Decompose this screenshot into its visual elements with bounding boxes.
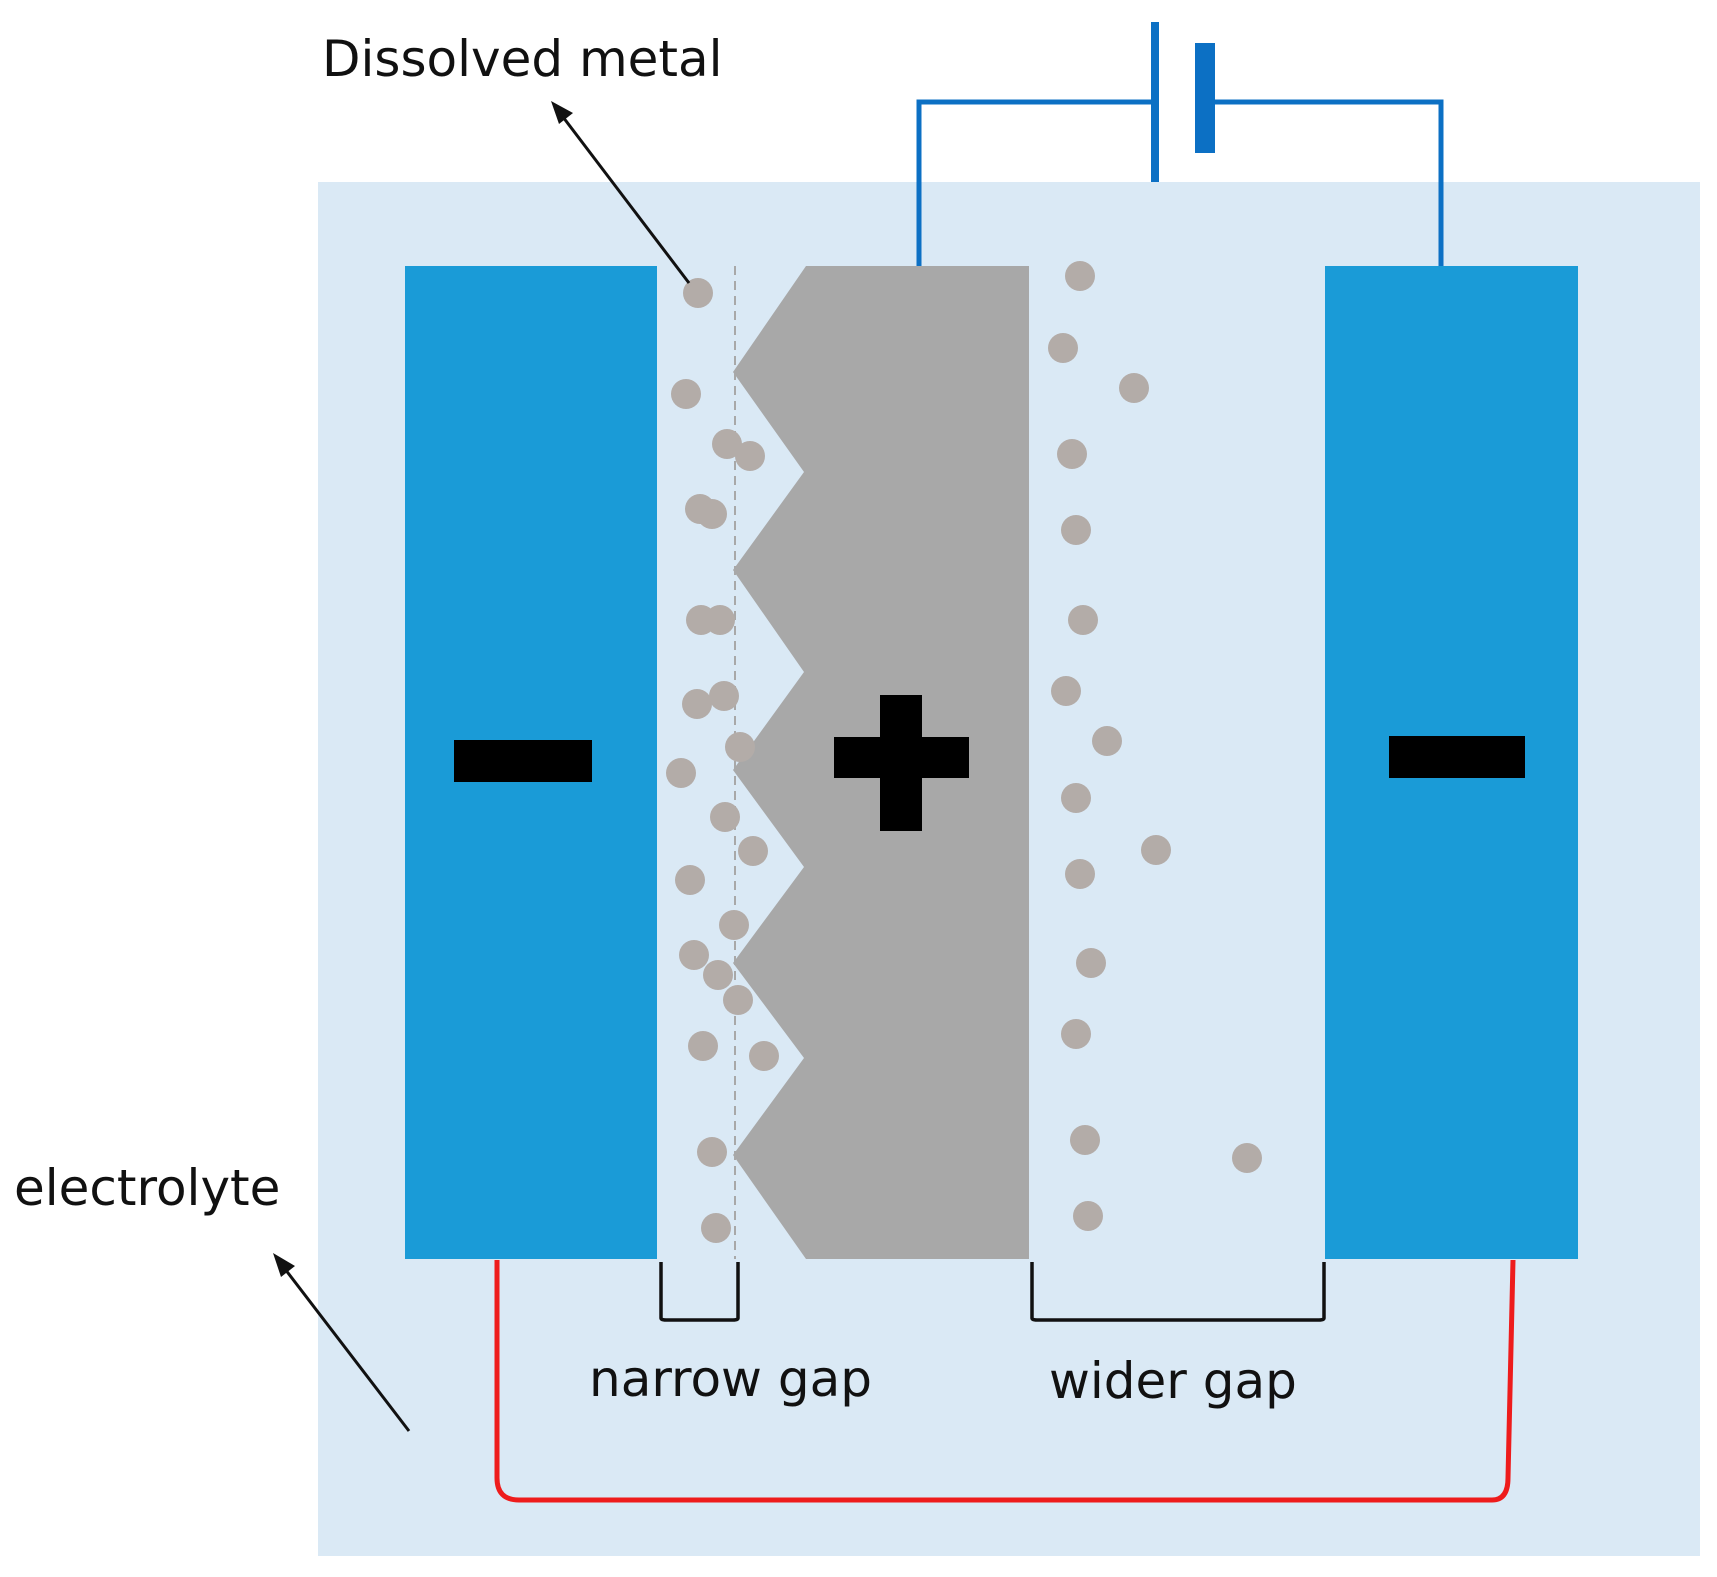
wider-gap-particles [1048, 261, 1262, 1231]
dissolved-metal-particle [709, 681, 739, 711]
narrow-gap-particles [666, 278, 779, 1243]
dissolved-metal-particle [749, 1041, 779, 1071]
dissolved-metal-particle [1232, 1143, 1262, 1173]
minus-sign-icon [454, 740, 592, 782]
dissolved-metal-particle [725, 732, 755, 762]
battery-symbol-icon [1151, 22, 1215, 182]
dissolved-metal-particle [710, 802, 740, 832]
dissolved-metal-particle [1065, 261, 1095, 291]
arrow-head-icon [273, 1253, 295, 1277]
dissolved-metal-particle [705, 605, 735, 635]
dissolved-metal-particle [1057, 439, 1087, 469]
dissolved-metal-pointer [551, 101, 691, 284]
narrow-gap-bracket [659, 1262, 740, 1322]
wider-gap-bracket [1030, 1262, 1326, 1322]
dissolved-metal-particle [688, 1031, 718, 1061]
narrow-gap-label: narrow gap [589, 1350, 872, 1408]
dissolved-metal-particle [682, 689, 712, 719]
return-wire [494, 1259, 1516, 1503]
dissolved-metal-particle [1051, 676, 1081, 706]
electrolyte-pointer [273, 1253, 411, 1432]
dissolved-metal-particle [738, 836, 768, 866]
dissolved-metal-label: Dissolved metal [322, 30, 723, 88]
dissolved-metal-particle [675, 865, 705, 895]
plus-sign-icon [834, 695, 969, 831]
dissolved-metal-particle [1141, 835, 1171, 865]
dissolved-metal-particle [1061, 1019, 1091, 1049]
wider-gap-label: wider gap [1049, 1352, 1297, 1410]
anode-lead-wire [916, 99, 1154, 266]
dissolved-metal-particle [1061, 515, 1091, 545]
dissolved-metal-particle [671, 379, 701, 409]
arrow-head-icon [551, 101, 573, 124]
dissolved-metal-particle [703, 960, 733, 990]
dissolved-metal-particle [1092, 726, 1122, 756]
dissolved-metal-particle [1048, 333, 1078, 363]
dissolved-metal-particle [1076, 948, 1106, 978]
dissolved-metal-particle [697, 1137, 727, 1167]
dissolved-metal-particle [1068, 605, 1098, 635]
power-circuit [916, 99, 1444, 266]
dissolved-metal-particle [719, 910, 749, 940]
dissolved-metal-particle [1065, 859, 1095, 889]
dissolved-metal-particle [1073, 1201, 1103, 1231]
dissolved-metal-particle [1119, 373, 1149, 403]
dissolved-metal-particle [1061, 783, 1091, 813]
dissolved-metal-particle [701, 1213, 731, 1243]
dissolved-metal-particle [683, 278, 713, 308]
dissolved-metal-particle [666, 758, 696, 788]
cathode-lead-wire [1215, 99, 1444, 266]
dissolved-metal-particle [1070, 1125, 1100, 1155]
dissolved-metal-particle [697, 499, 727, 529]
dissolved-metal-particle [735, 441, 765, 471]
dissolved-metal-particle [712, 429, 742, 459]
dissolved-metal-particle [723, 985, 753, 1015]
minus-sign-icon [1389, 736, 1525, 778]
dissolved-metal-particle [679, 940, 709, 970]
electrolyte-label: electrolyte [14, 1159, 280, 1217]
